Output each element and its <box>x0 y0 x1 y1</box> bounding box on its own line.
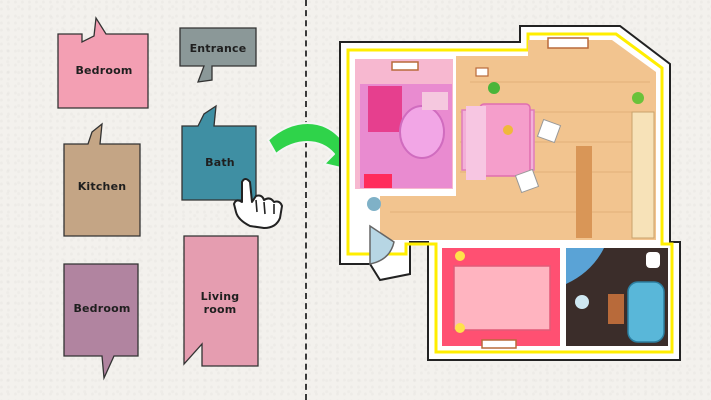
room-label: Bedroom <box>73 302 131 315</box>
room-shape <box>179 27 257 83</box>
room-piece-living-room[interactable]: Living room <box>178 232 262 370</box>
kitchen-counter <box>631 111 655 239</box>
room-shape <box>57 16 149 109</box>
room-shape <box>63 263 139 381</box>
dashed-divider <box>305 0 307 400</box>
room-label: Bath <box>205 156 235 169</box>
entrance-door <box>369 224 395 265</box>
room-shape <box>63 122 141 237</box>
room-label: Entrance <box>189 42 247 55</box>
room-shape <box>181 104 257 201</box>
room-piece-bedroom-purple[interactable]: Bedroom <box>62 260 142 381</box>
room-piece-kitchen[interactable]: Kitchen <box>62 122 142 240</box>
floor-plan <box>330 12 690 396</box>
room-label: Kitchen <box>77 180 127 193</box>
room-piece-bath[interactable]: Bath <box>180 104 260 204</box>
room-piece-bedroom-pink[interactable]: Bedroom <box>56 14 152 110</box>
room-piece-entrance[interactable]: Entrance <box>178 24 258 84</box>
pointing-hand-icon <box>230 172 290 236</box>
room-label: Living room <box>200 290 240 316</box>
room-label: Bedroom <box>75 64 133 77</box>
room-shape <box>183 235 259 367</box>
